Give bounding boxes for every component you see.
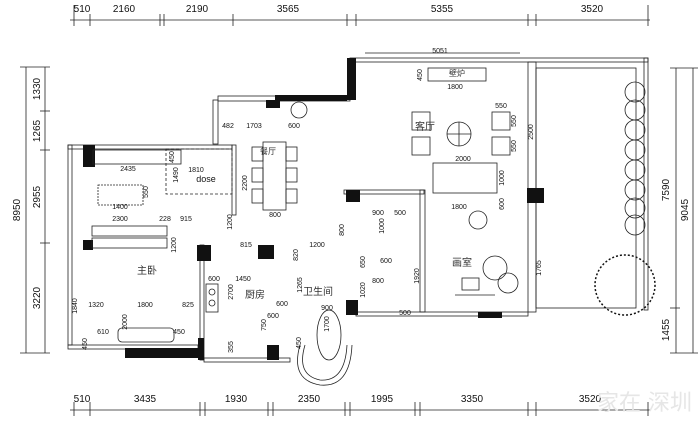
dim-annotation: 650 [360,256,367,268]
dim-annotation: 1703 [246,123,262,130]
top-dim-label: 3565 [276,4,300,15]
dim-annotation: 2500 [528,124,535,140]
dim-annotation: 900 [372,210,384,217]
dim-annotation: 1920 [414,268,421,284]
bottom-dim-label: 3350 [460,394,484,405]
furniture [91,67,519,361]
bottom-dimension-line [70,402,650,416]
dim-annotation: 600 [288,123,300,130]
dim-annotation: 450 [82,338,89,350]
dim-annotation: 2000 [455,156,471,163]
right-dimension-line [670,67,698,354]
right-dim-label: 1455 [661,318,672,342]
right-dim-label: 7590 [661,178,672,202]
dim-annotation: 482 [222,123,234,130]
dim-annotation: 500 [399,310,411,317]
dim-annotation: 1765 [536,260,543,276]
dim-annotation: 600 [499,198,506,210]
bottom-dim-label: 3520 [578,394,602,405]
dim-annotation: 1000 [379,218,386,234]
dim-annotation: 450 [417,69,424,81]
left-dim-label: 1330 [32,77,43,101]
dim-annotation: 1400 [112,204,128,211]
dim-annotation: 500 [394,210,406,217]
dim-annotation: 815 [240,242,252,249]
dim-annotation: 450 [169,151,176,163]
dim-annotation: 800 [339,224,346,236]
dim-annotation: 1840 [72,298,79,314]
dim-annotation: 1200 [171,237,178,253]
top-dim-label: 2160 [112,4,136,15]
solid-columns [83,58,544,360]
left-dim-label: 3220 [32,286,43,310]
dim-annotation: 1800 [451,204,467,211]
dim-annotation: 450 [173,329,185,336]
bottom-dim-label: 510 [73,394,91,405]
bottom-dim-label: 1995 [370,394,394,405]
dim-annotation: 2200 [242,175,249,191]
trees [594,81,656,316]
bottom-dim-label: 1930 [224,394,248,405]
dim-annotation: 750 [261,319,268,331]
dim-annotation: 355 [228,341,235,353]
bottom-dim-label: 3435 [133,394,157,405]
dim-annotation: 1000 [499,170,506,186]
dim-annotation: 228 [159,216,171,223]
left-total-label: 8950 [12,198,23,222]
dim-annotation: 800 [372,278,384,285]
top-dim-label: 510 [73,4,91,15]
right-total-label: 9045 [680,198,691,222]
dim-annotation: 915 [180,216,192,223]
dim-annotation: 610 [97,329,109,336]
dim-annotation: 1700 [324,316,331,332]
dim-annotation: 1320 [88,302,104,309]
dim-annotation: 1800 [447,84,463,91]
dim-annotation: 5051 [432,48,448,55]
dim-annotation: 1800 [137,302,153,309]
dim-annotation: 600 [380,258,392,265]
dim-annotation: 820 [293,249,300,261]
dim-annotation: 900 [321,305,333,312]
top-dimension-line [70,5,650,54]
dim-annotation: 600 [276,301,288,308]
dim-annotation: 550 [143,186,150,198]
left-dim-label: 1265 [32,119,43,143]
dim-annotation: 600 [208,276,220,283]
room-label-studio: 画室 [452,258,472,269]
dim-annotation: 1450 [235,276,251,283]
dim-annotation: 1200 [309,242,325,249]
dim-annotation: 1490 [173,167,180,183]
dim-annotation: 550 [511,140,518,152]
room-label-master-bedroom: 主卧 [137,266,157,277]
fireplace-label: 壁炉 [449,69,465,78]
dim-annotation: 450 [296,337,303,349]
dim-annotation: 2000 [122,314,129,330]
dim-annotation: 1265 [297,277,304,293]
left-dimension-line [20,66,50,354]
dim-annotation: 1200 [227,214,234,230]
dim-annotation: 2435 [120,166,136,173]
dim-annotation: 1020 [360,282,367,298]
dim-annotation: 2700 [228,284,235,300]
dim-annotation: 550 [495,103,507,110]
dim-annotation: 550 [511,115,518,127]
top-dim-label: 3520 [580,4,604,15]
bottom-dim-label: 2350 [297,394,321,405]
dim-annotation: 800 [269,212,281,219]
dim-annotation: 600 [267,313,279,320]
dim-annotation: 825 [182,302,194,309]
top-dim-label: 2190 [185,4,209,15]
room-label-dining: 餐厅 [260,147,276,156]
dim-annotation: 2300 [112,216,128,223]
dose-label: dose [196,174,216,184]
room-label-bathroom: 卫生间 [303,287,333,298]
walls [67,57,649,386]
room-label-living-room: 客厅 [415,122,435,133]
left-dim-label: 2955 [32,185,43,209]
watermark: 家在 深圳 [597,391,692,416]
dim-annotation: 1810 [188,167,204,174]
top-dim-label: 5355 [430,4,454,15]
room-label-kitchen: 厨房 [245,290,265,301]
